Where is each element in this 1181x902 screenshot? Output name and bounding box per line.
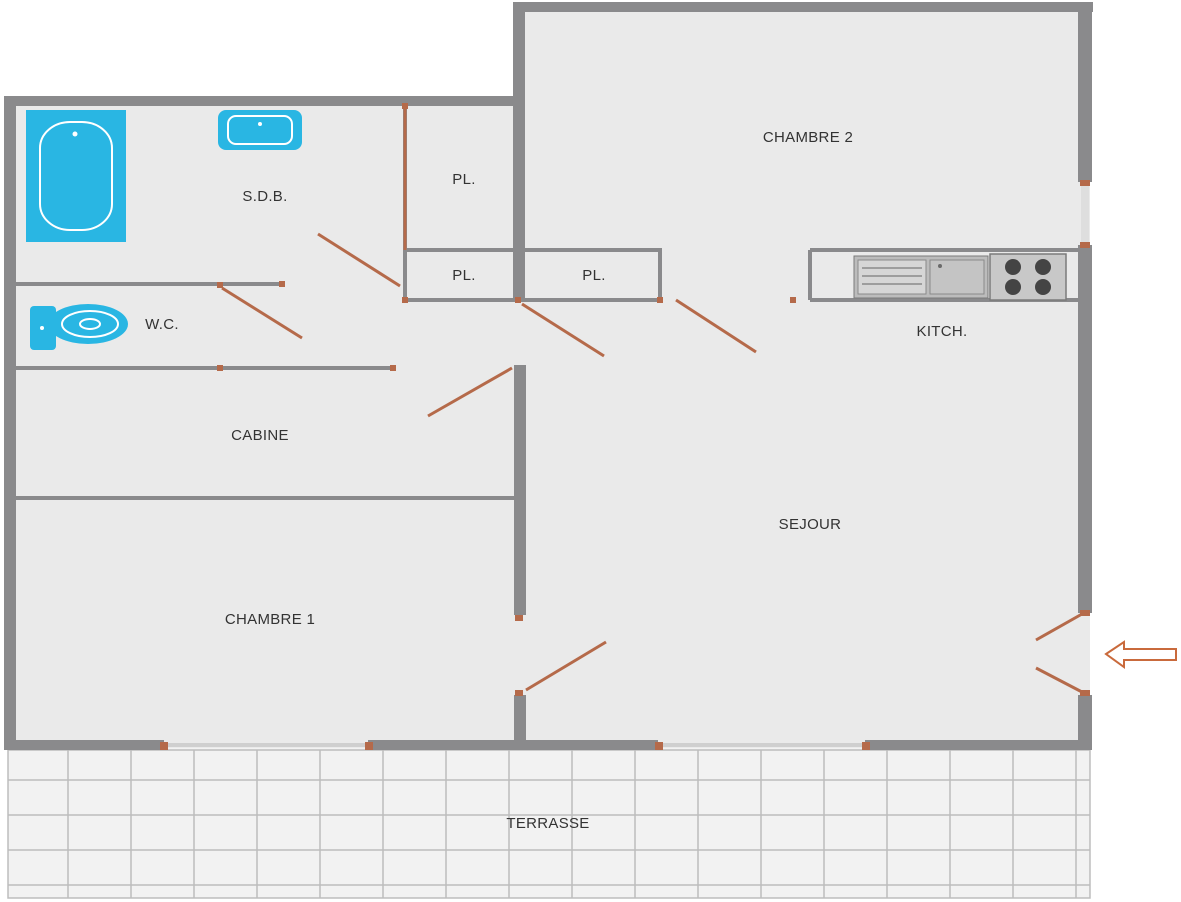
doors <box>160 103 1090 750</box>
kitchen-sink-icon <box>853 255 989 299</box>
door-pl2 <box>521 302 605 358</box>
room-label-terrasse: TERRASSE <box>506 815 589 832</box>
door-sdb <box>317 232 401 288</box>
jamb <box>1080 690 1090 696</box>
door-cabine <box>427 366 513 418</box>
wall-bottom-3 <box>865 740 1092 750</box>
window-chambre2 <box>1081 182 1089 245</box>
window-chambre1 <box>164 743 368 747</box>
jamb <box>402 103 408 109</box>
door-entrance-bottom <box>1035 666 1083 694</box>
room-label-chambre1: CHAMBRE 1 <box>225 611 315 628</box>
outer-walls <box>4 2 1093 750</box>
toilet-icon <box>30 304 128 350</box>
room-label-pl3: PL. <box>582 267 605 284</box>
jamb <box>160 742 168 750</box>
entrance-arrow-icon <box>1104 640 1177 669</box>
wall-left <box>4 96 16 750</box>
jamb <box>217 365 223 371</box>
wall-right-middle <box>1078 245 1092 613</box>
jamb <box>1080 180 1090 186</box>
jamb <box>515 615 523 621</box>
terrace-floor <box>8 748 1090 898</box>
jamb <box>790 297 796 303</box>
room-label-pl1: PL. <box>452 171 475 188</box>
cooktop-icon <box>989 253 1067 301</box>
wall-bottom-2 <box>368 740 658 750</box>
jamb <box>390 365 396 371</box>
window-sejour <box>658 743 865 747</box>
jamb <box>217 282 223 288</box>
bathtub-icon <box>26 110 126 242</box>
jamb <box>1080 610 1090 616</box>
room-label-kitchen: KITCH. <box>917 323 968 340</box>
room-label-chambre2: CHAMBRE 2 <box>763 129 853 146</box>
wall-right-upper <box>1078 2 1092 182</box>
wall-top-left <box>4 96 520 106</box>
wall-top-right <box>513 2 1093 12</box>
jamb <box>862 742 870 750</box>
wall-notch <box>513 2 525 302</box>
jamb <box>402 297 408 303</box>
jamb <box>1080 242 1090 248</box>
room-label-sejour: SEJOUR <box>779 516 842 533</box>
washbasin-icon <box>218 110 302 150</box>
wall-central-upper <box>514 365 526 615</box>
door-pl3 <box>675 298 757 354</box>
terrace <box>7 748 1091 899</box>
door-wc <box>221 286 303 340</box>
jamb <box>279 281 285 287</box>
jamb <box>365 742 373 750</box>
interior-walls <box>16 106 1078 745</box>
jamb <box>515 690 523 696</box>
room-label-cabine: CABINE <box>231 427 289 444</box>
room-label-wc: W.C. <box>145 316 179 333</box>
jamb <box>657 297 663 303</box>
floor-right-block <box>515 4 1090 748</box>
jamb <box>515 297 521 303</box>
terrace-grid <box>7 749 1091 899</box>
wall-bottom-1 <box>4 740 164 750</box>
room-label-sdb: S.D.B. <box>242 188 287 205</box>
wall-right-lower <box>1078 695 1092 750</box>
door-entrance-top <box>1035 612 1083 642</box>
door-chambre1 <box>525 640 607 692</box>
wall-central-lower <box>514 695 526 745</box>
room-label-pl2: PL. <box>452 267 475 284</box>
jamb <box>655 742 663 750</box>
